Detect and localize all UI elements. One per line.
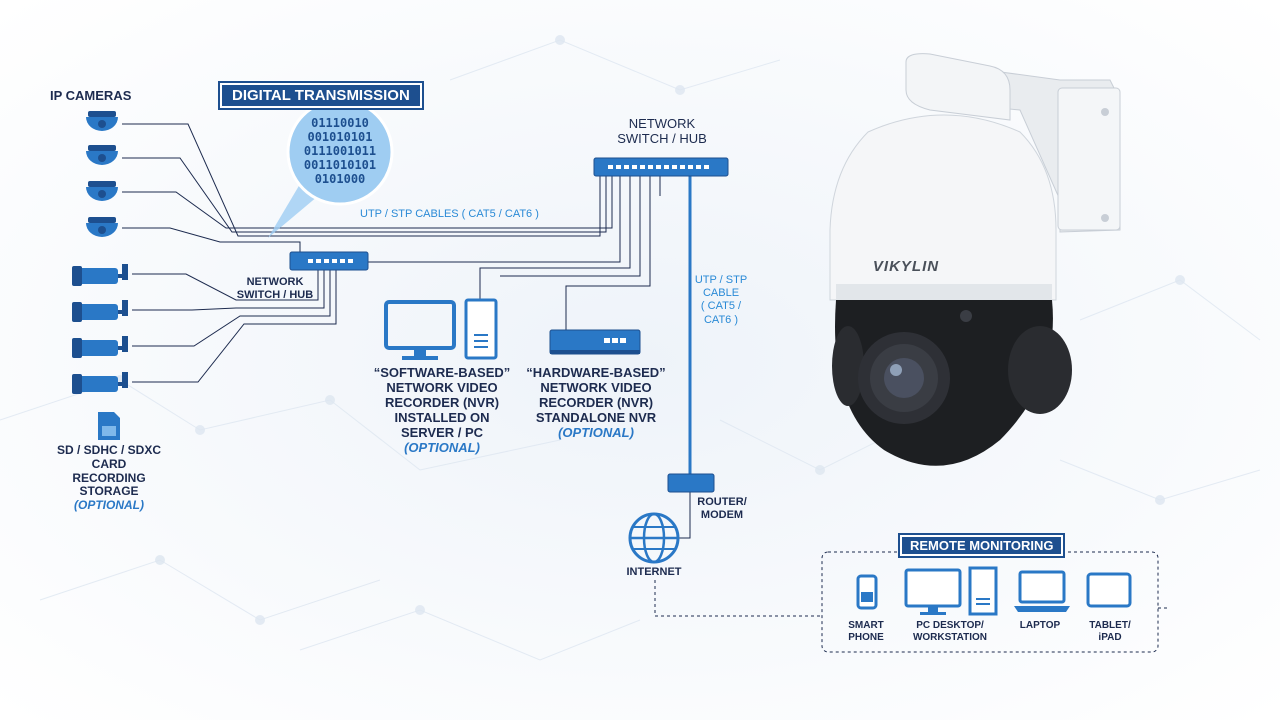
remote-monitoring-badge: REMOTE MONITORING <box>900 535 1064 556</box>
internet-remote-link <box>654 580 822 617</box>
sd-card-label: SD / SDHC / SDXC CARD RECORDING STORAGE … <box>56 443 161 513</box>
small-switch-label: NETWORK SWITCH / HUB <box>236 276 314 301</box>
dome-camera-icon <box>86 217 118 237</box>
smartphone-label: SMART PHONE <box>848 620 884 643</box>
camera-brand-logo: VIKYLIN <box>872 258 940 275</box>
monitor-icon <box>384 300 456 360</box>
router-modem-label: ROUTER/ MODEM <box>697 496 747 521</box>
bullet-camera-icon <box>72 264 128 286</box>
digital-transmission-badge: DIGITAL TRANSMISSION <box>220 83 422 108</box>
globe-icon <box>628 512 680 564</box>
dome-camera-icon <box>86 181 118 201</box>
dome-camera-icon <box>86 145 118 165</box>
utp-cables-label: UTP / STP CABLES ( CAT5 / CAT6 ) <box>360 208 539 220</box>
utp-cable-vertical-label: UTP / STP CABLE ( CAT5 / CAT6 ) <box>694 274 748 326</box>
desktop-pc-icon <box>904 566 998 616</box>
bullet-camera-icon <box>72 336 128 358</box>
internet-label: INTERNET <box>626 566 682 578</box>
server-tower-icon <box>464 298 498 360</box>
hardware-nvr-label: “HARDWARE-BASED” NETWORK VIDEO RECORDER … <box>526 365 666 440</box>
tablet-icon <box>1086 572 1132 608</box>
dome-camera-icon <box>86 111 118 131</box>
laptop-icon <box>1014 570 1070 612</box>
desktop-pc-label: PC DESKTOP/ WORKSTATION <box>912 620 988 643</box>
software-nvr-label: “SOFTWARE-BASED” NETWORK VIDEO RECORDER … <box>373 365 511 455</box>
main-switch-label: NETWORK SWITCH / HUB <box>617 116 707 146</box>
bullet-camera-icon <box>72 300 128 322</box>
smartphone-icon <box>856 574 878 610</box>
hardware-nvr-icon <box>549 329 641 355</box>
sd-card-icon <box>98 412 120 440</box>
small-switch-icon <box>289 251 369 271</box>
router-internet-link <box>678 492 691 539</box>
laptop-label: LAPTOP <box>1019 620 1061 631</box>
binary-text: 01110010 001010101 0111001011 0011010101… <box>303 116 377 186</box>
ip-cameras-label: IP CAMERAS <box>50 88 132 103</box>
ptz-camera-illustration <box>829 53 1121 466</box>
camera-cables <box>122 123 661 383</box>
router-icon <box>667 473 715 493</box>
bullet-camera-icon <box>72 372 128 394</box>
main-switch-icon <box>593 157 729 177</box>
tablet-label: TABLET/ iPAD <box>1089 620 1131 643</box>
